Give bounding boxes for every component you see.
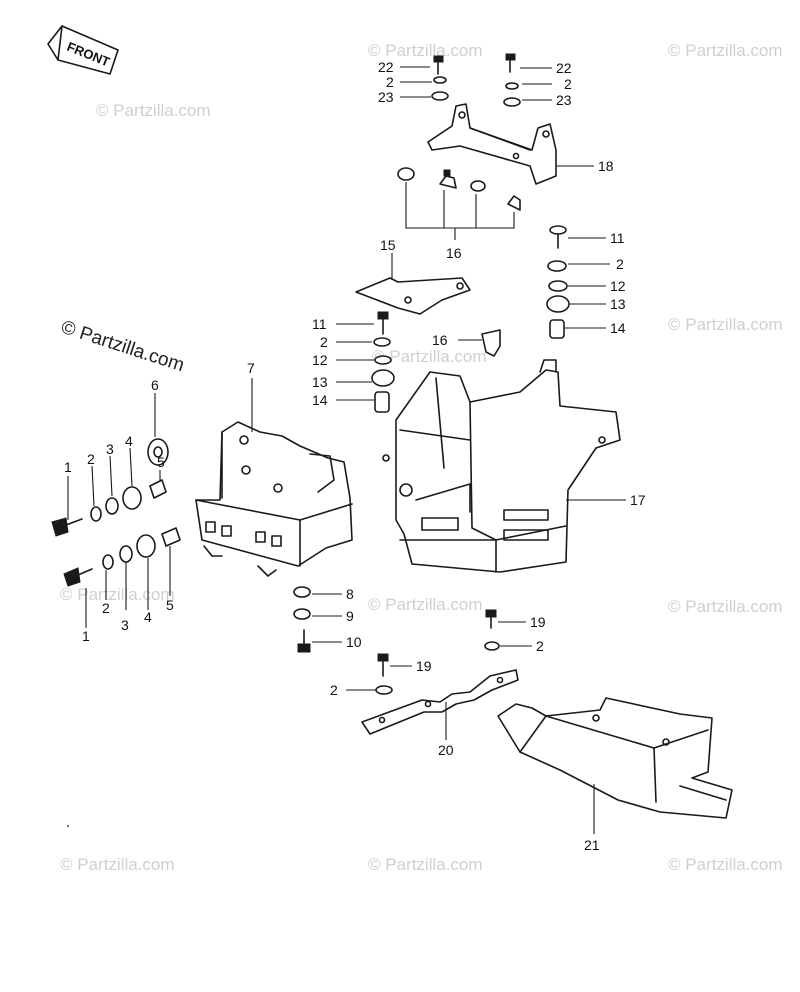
callout-5-lower: 5: [166, 597, 174, 613]
callout-3-upper: 3: [106, 441, 114, 457]
tray-21: [497, 697, 733, 819]
watermark-8: © Partzilla.com: [668, 597, 783, 616]
callout-11-right: 11: [610, 230, 625, 246]
fasteners-19-center: [375, 653, 393, 695]
callout-23-left: 23: [378, 89, 394, 105]
callout-6: 6: [151, 377, 159, 393]
watermark-7: © Partzilla.com: [368, 595, 483, 614]
callout-22-right: 22: [556, 60, 572, 76]
bolt-22-left: [431, 55, 449, 101]
callout-14-mid: 14: [312, 392, 328, 408]
callout-2-right: 2: [616, 256, 624, 272]
watermark-1: © Partzilla.com: [96, 101, 211, 120]
battery-case-17: [382, 359, 621, 573]
watermark-5: © Partzilla.com: [668, 315, 783, 334]
callout-7: 7: [247, 360, 255, 376]
callout-13-right: 13: [610, 296, 626, 312]
callout-2-lower: 2: [102, 600, 110, 616]
callout-18: 18: [598, 158, 614, 174]
callout-20: 20: [438, 742, 454, 758]
fasteners-1-5-upper: [51, 479, 167, 537]
callout-10: 10: [346, 634, 362, 650]
callout-11-mid: 11: [312, 316, 327, 332]
callout-3-lower: 3: [121, 617, 129, 633]
speck: [67, 825, 69, 827]
callout-19-right: 19: [530, 614, 546, 630]
bracket-18: [427, 103, 557, 185]
callout-2-upper: 2: [87, 451, 95, 467]
fasteners-8-10: [293, 586, 311, 653]
watermark-9: © Partzilla.com: [60, 855, 175, 874]
callout-2-top-right: 2: [564, 76, 572, 92]
callout-16-top: 16: [446, 245, 462, 261]
fasteners-11-14-right: [546, 225, 570, 339]
fasteners-11-14-middle: [371, 311, 395, 413]
watermark-6: © Partzilla.com: [60, 585, 175, 604]
box-7: [195, 421, 353, 577]
callout-2-mid: 2: [320, 334, 328, 350]
callout-13-mid: 13: [312, 374, 328, 390]
callout-23-right: 23: [556, 92, 572, 108]
mount-6: [147, 438, 169, 466]
callout-14-right: 14: [610, 320, 626, 336]
fasteners-1-5-lower: [63, 527, 181, 587]
callout-12-right: 12: [610, 278, 626, 294]
watermark-main: © Partzilla.com: [58, 317, 186, 377]
watermark-10: © Partzilla.com: [368, 855, 483, 874]
clips-16: [397, 167, 521, 240]
callout-5-upper: 5: [157, 454, 165, 470]
callout-21: 21: [584, 837, 600, 853]
callout-8: 8: [346, 586, 354, 602]
callout-2-lower-right: 2: [536, 638, 544, 654]
leader-lines: [67, 66, 626, 834]
callout-2-top-left: 2: [386, 74, 394, 90]
callout-1-lower: 1: [82, 628, 90, 644]
callout-12-mid: 12: [312, 352, 328, 368]
clip-16-lower: [481, 329, 501, 357]
callout-16-lower: 16: [432, 332, 448, 348]
callout-9: 9: [346, 608, 354, 624]
callout-4-upper: 4: [125, 433, 133, 449]
watermark-2: © Partzilla.com: [368, 41, 483, 60]
callout-2-center: 2: [330, 682, 338, 698]
bracket-20: [361, 669, 519, 735]
watermark-11: © Partzilla.com: [668, 855, 783, 874]
callout-22-left: 22: [378, 59, 394, 75]
callout-1-upper: 1: [64, 459, 72, 475]
callout-4-lower: 4: [144, 609, 152, 625]
plate-15: [355, 253, 471, 315]
watermark-3: © Partzilla.com: [668, 41, 783, 60]
front-arrow-icon: FRONT: [47, 25, 119, 75]
callout-numbers: 22 2 23 22 2 23 18 16 15 11 2 12 13 14 1…: [64, 59, 646, 853]
callout-19-center: 19: [416, 658, 432, 674]
watermark-4: © Partzilla.com: [372, 347, 487, 366]
fasteners-19-right: [484, 609, 500, 651]
callout-15: 15: [380, 237, 396, 253]
bolt-22-right: [503, 53, 521, 107]
callout-17: 17: [630, 492, 646, 508]
